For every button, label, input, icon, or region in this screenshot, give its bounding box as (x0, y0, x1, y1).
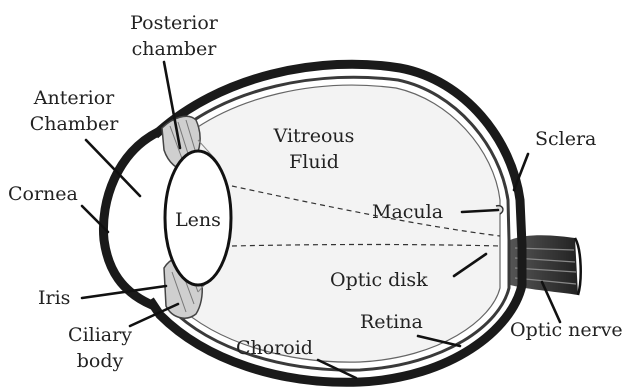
label-sclera: Sclera (535, 128, 596, 150)
label-iris: Iris (38, 287, 70, 309)
label-choroid: Choroid (236, 337, 313, 359)
label-optic-disk: Optic disk (330, 269, 428, 291)
label-vitreous-line1: Vitreous (273, 125, 355, 147)
label-retina: Retina (360, 311, 423, 333)
label-ciliary-line2: body (77, 350, 124, 372)
label-vitreous-line2: Fluid (289, 151, 339, 173)
label-posterior-line1: Posterior (130, 12, 219, 34)
label-anterior-line1: Anterior (33, 87, 115, 109)
label-optic-nerve: Optic nerve (510, 319, 623, 341)
label-lens: Lens (175, 209, 221, 231)
label-macula: Macula (372, 201, 443, 223)
label-anterior-line2: Chamber (30, 113, 120, 135)
label-ciliary-line1: Ciliary (68, 324, 132, 346)
label-posterior-line2: chamber (132, 38, 218, 60)
label-cornea: Cornea (8, 183, 78, 205)
